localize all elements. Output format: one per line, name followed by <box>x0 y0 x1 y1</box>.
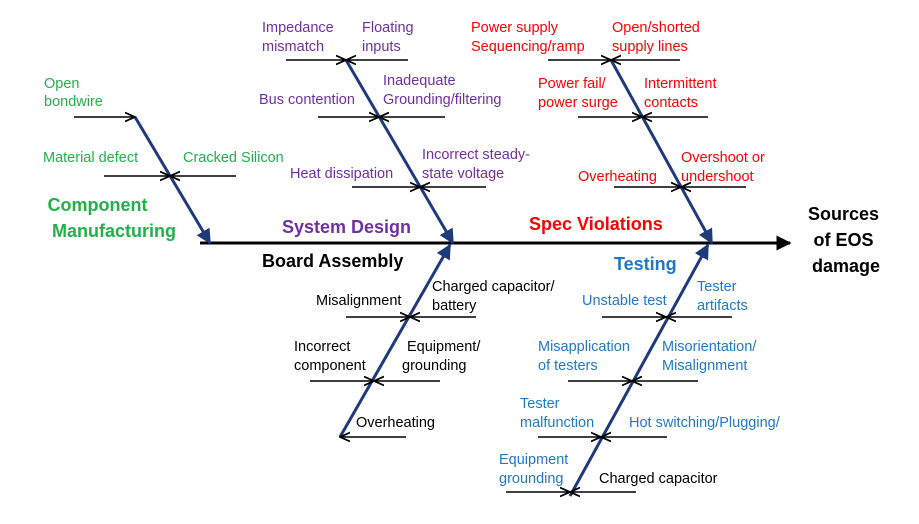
cause-line: Sequencing/ramp <box>471 39 585 55</box>
cause-line: Open <box>44 76 79 92</box>
cause-unstable-test: Unstable test <box>582 293 667 309</box>
cause-line: of testers <box>538 358 598 374</box>
effect-line: of EOS <box>813 230 873 250</box>
cause-line: grounding <box>499 471 564 487</box>
cause-overshoot: Overshoot or undershoot <box>681 150 769 185</box>
cause-tester-artifacts: Tester artifacts <box>697 279 748 314</box>
cause-tester-malfunction: Tester malfunction <box>520 396 594 431</box>
category-spec-violations: Spec Violations <box>529 214 663 234</box>
cause-line: grounding <box>402 358 467 374</box>
category-testing: Testing <box>614 254 677 274</box>
cause-intermittent-contacts: Intermittent contacts <box>644 76 721 111</box>
cause-line: Equipment/ <box>407 339 481 355</box>
cause-line: Incorrect <box>294 339 350 355</box>
effect-line: Sources <box>808 204 879 224</box>
bone-system <box>344 59 455 245</box>
cause-line: Equipment <box>499 452 568 468</box>
cause-power-fail: Power fail/ power surge <box>538 76 618 111</box>
bone-testing <box>568 243 710 497</box>
cause-line: inputs <box>362 39 401 55</box>
cause-line: Charged capacitor/ <box>432 279 555 295</box>
cause-line: mismatch <box>262 39 324 55</box>
cause-misorientation: Misorientation/ Misalignment <box>662 339 760 374</box>
effect-label: Sources of EOS damage <box>808 204 884 276</box>
cause-line: artifacts <box>697 298 748 314</box>
bone-spec <box>609 59 714 245</box>
cause-line: Inadequate <box>383 73 456 89</box>
cause-line: Grounding/filtering <box>383 92 502 108</box>
cause-line: component <box>294 358 366 374</box>
cause-misalignment-board: Misalignment <box>316 293 401 309</box>
cause-line: battery <box>432 298 477 314</box>
category-system-design: System Design <box>282 217 411 237</box>
category-line: Component <box>48 195 148 215</box>
cause-cracked-silicon: Cracked Silicon <box>183 150 284 166</box>
cause-incorrect-component: Incorrect component <box>294 339 366 374</box>
cause-overheating-board: Overheating <box>356 415 435 431</box>
effect-line: damage <box>812 256 880 276</box>
cause-line: malfunction <box>520 415 594 431</box>
cause-line: Tester <box>520 396 560 412</box>
cause-line: Misapplication <box>538 339 630 355</box>
cause-overheating-spec: Overheating <box>578 169 657 185</box>
cause-line: Power supply <box>471 20 559 36</box>
cause-line: Impedance <box>262 20 334 36</box>
category-component-manufacturing: Component Manufacturing <box>48 195 177 241</box>
cause-line: Incorrect steady- <box>422 147 530 163</box>
cause-power-supply-sequencing: Power supply Sequencing/ramp <box>471 20 585 55</box>
cause-open-shorted-supply: Open/shorted supply lines <box>612 20 704 55</box>
cause-line: undershoot <box>681 169 754 185</box>
cause-line: Misorientation/ <box>662 339 757 355</box>
cause-line: Overshoot or <box>681 150 765 166</box>
cause-line: power surge <box>538 95 618 111</box>
cause-equipment-grounding-testing: Equipment grounding <box>499 452 572 487</box>
cause-hot-switching: Hot switching/Plugging/ <box>629 415 781 431</box>
cause-line: contacts <box>644 95 698 111</box>
cause-equipment-grounding-board: Equipment/ grounding <box>402 339 484 374</box>
category-board-assembly: Board Assembly <box>262 251 403 271</box>
cause-line: Intermittent <box>644 76 717 92</box>
cause-inadequate-grounding: Inadequate Grounding/filtering <box>383 73 502 108</box>
cause-open-bondwire: Open bondwire <box>44 76 103 110</box>
cause-floating-inputs: Floating inputs <box>362 20 418 55</box>
cause-line: Power fail/ <box>538 76 607 92</box>
cause-line: Tester <box>697 279 737 295</box>
cause-bus-contention: Bus contention <box>259 92 355 108</box>
cause-heat-dissipation: Heat dissipation <box>290 166 393 182</box>
cause-incorrect-steady-state: Incorrect steady- state voltage <box>422 147 534 182</box>
cause-material-defect: Material defect <box>43 150 138 166</box>
cause-charged-capacitor: Charged capacitor <box>599 471 718 487</box>
cause-line: supply lines <box>612 39 688 55</box>
cause-line: state voltage <box>422 166 504 182</box>
cause-charged-capacitor-battery: Charged capacitor/ battery <box>432 279 559 314</box>
cause-impedance-mismatch: Impedance mismatch <box>262 20 338 55</box>
cause-line: Floating <box>362 20 414 36</box>
cause-line: bondwire <box>44 94 103 110</box>
cause-line: Open/shorted <box>612 20 700 36</box>
bone-board <box>338 243 452 438</box>
cause-line: Misalignment <box>662 358 747 374</box>
category-line: Manufacturing <box>52 221 176 241</box>
cause-misapplication: Misapplication of testers <box>538 339 634 374</box>
